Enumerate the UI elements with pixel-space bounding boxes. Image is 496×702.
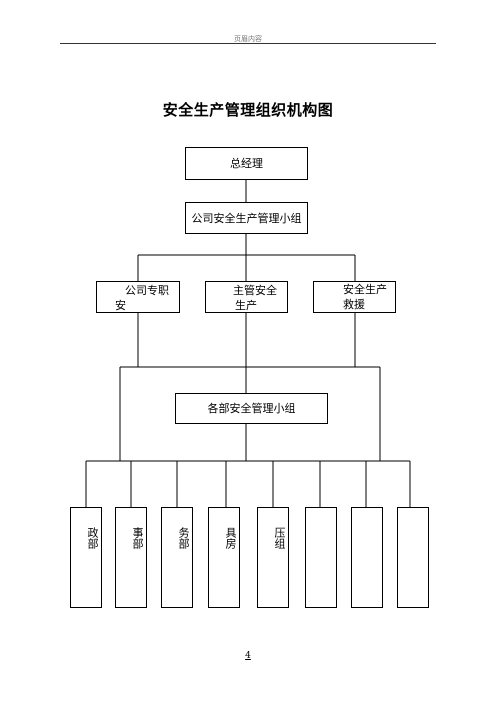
mid-box-full-time-line2: 安 xyxy=(115,299,126,312)
mid-box-rescue-line2: 救援 xyxy=(343,298,365,311)
mid-box-full-time: 公司专职 安 xyxy=(96,281,180,313)
mid-box-supervisor-line2: 生产 xyxy=(235,299,257,312)
safety-group-box: 公司安全生产管理小组 xyxy=(185,202,308,234)
mid-box-supervisor: 主管安全 生产 xyxy=(205,281,288,313)
mid-box-supervisor-line1: 主管安全 xyxy=(233,284,277,297)
department-box xyxy=(397,507,429,608)
department-box xyxy=(351,507,383,608)
dept-group-box: 各部安全管理小组 xyxy=(175,393,328,424)
dept-group-label: 各部安全管理小组 xyxy=(207,402,296,415)
department-box: 压组 xyxy=(257,507,289,608)
department-label: 务部 xyxy=(177,527,190,549)
page-number: 4 xyxy=(245,651,251,661)
page-header: 页眉内容 xyxy=(234,35,262,43)
safety-group-label: 公司安全生产管理小组 xyxy=(191,211,302,225)
mid-box-rescue-line1: 安全生产 xyxy=(343,283,387,296)
department-label: 事部 xyxy=(131,527,144,549)
mid-box-full-time-line1: 公司专职 xyxy=(125,284,169,297)
mid-box-rescue: 安全生产 救援 xyxy=(313,281,396,313)
general-manager-box: 总经理 xyxy=(185,147,308,180)
department-box: 事部 xyxy=(115,507,147,608)
department-label: 政部 xyxy=(86,527,99,549)
department-box xyxy=(305,507,337,608)
department-box: 政部 xyxy=(70,507,102,608)
document-title: 安全生产管理组织机构图 xyxy=(162,101,334,119)
department-box: 务部 xyxy=(161,507,193,608)
department-label: 具房 xyxy=(224,527,237,549)
general-manager-label: 总经理 xyxy=(230,157,263,170)
header-rule xyxy=(60,43,436,44)
department-label: 压组 xyxy=(273,527,286,549)
department-box: 具房 xyxy=(208,507,240,608)
